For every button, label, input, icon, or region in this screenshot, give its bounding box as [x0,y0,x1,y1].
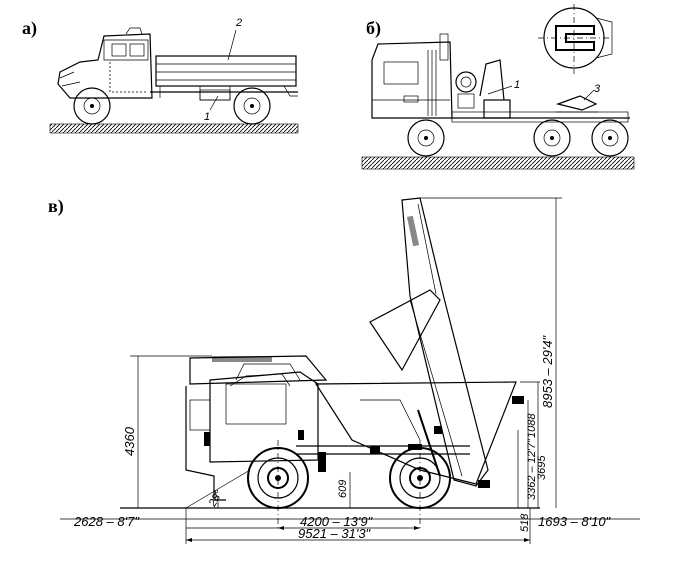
svg-text:609: 609 [337,480,349,498]
panel-c-dim-height-left: 4360 [122,355,212,508]
panel-c-chassis [185,356,470,501]
panel-b-equipment [451,59,630,123]
panel-a-label: а) [22,18,37,39]
panel-a-body [150,55,298,101]
panel-b-ground [361,156,635,170]
panel-c-dump-body [314,197,524,488]
panel-b-label: б) [366,18,381,39]
svg-text:1: 1 [514,79,520,91]
panel-c-dim-overhang-front: 2628 – 8'7" [73,514,140,529]
svg-text:3695: 3695 [536,455,548,480]
panel-c-approach-angle: 28° [185,469,251,510]
panel-c-cab [189,355,328,385]
panel-c-dim-overhang-rear: 1693 – 8'10" [538,514,612,529]
panel-b-callout-3: 3 [583,83,601,101]
panel-a-rear-wheel [233,87,271,125]
svg-text:3362 – 12'7": 3362 – 12'7" [526,438,538,500]
svg-text:4360: 4360 [122,426,137,456]
panel-b-tractor-unit: б) [361,4,635,170]
svg-text:2: 2 [235,17,242,29]
panel-b-coupling-detail [538,4,613,74]
panel-c-dim-height-total: 8953 – 29'4" [420,197,562,508]
panel-a-callout-1: 1 [204,95,219,123]
panel-a-cab [57,27,153,99]
panel-c-dim-rear: 1088 3362 – 12'7" 3695 518 [517,381,548,532]
panel-b-rear-wheel-2 [591,119,629,157]
panel-a-ground [49,123,299,134]
panel-c-dim-horizontal [60,508,640,544]
panel-b-front-wheel [407,119,445,157]
svg-text:3: 3 [594,83,601,95]
panel-c-label: в) [48,196,64,217]
svg-text:1088: 1088 [526,413,538,438]
svg-text:28°: 28° [206,488,226,510]
svg-text:518: 518 [519,513,531,532]
svg-text:8953 – 29'4": 8953 – 29'4" [540,334,555,408]
panel-c-dump-truck: в) [48,196,640,544]
panel-c-dim-clearance: 609 [337,472,351,508]
panel-b-fifth-wheel [555,95,598,113]
panel-a-flatbed-truck: а) [22,17,299,134]
panel-b-callout-1: 1 [487,79,520,95]
panel-a-callout-2: 2 [227,17,242,61]
panel-b-cab [371,33,453,119]
panel-c-dim-overall-length: 9521 – 31'3" [298,526,372,541]
panel-a-front-wheel [73,87,111,125]
panel-b-rear-wheel-1 [533,119,571,157]
panel-c-dim-wheelbase: 4200 – 13'9" [300,514,374,529]
svg-text:1: 1 [204,111,210,123]
